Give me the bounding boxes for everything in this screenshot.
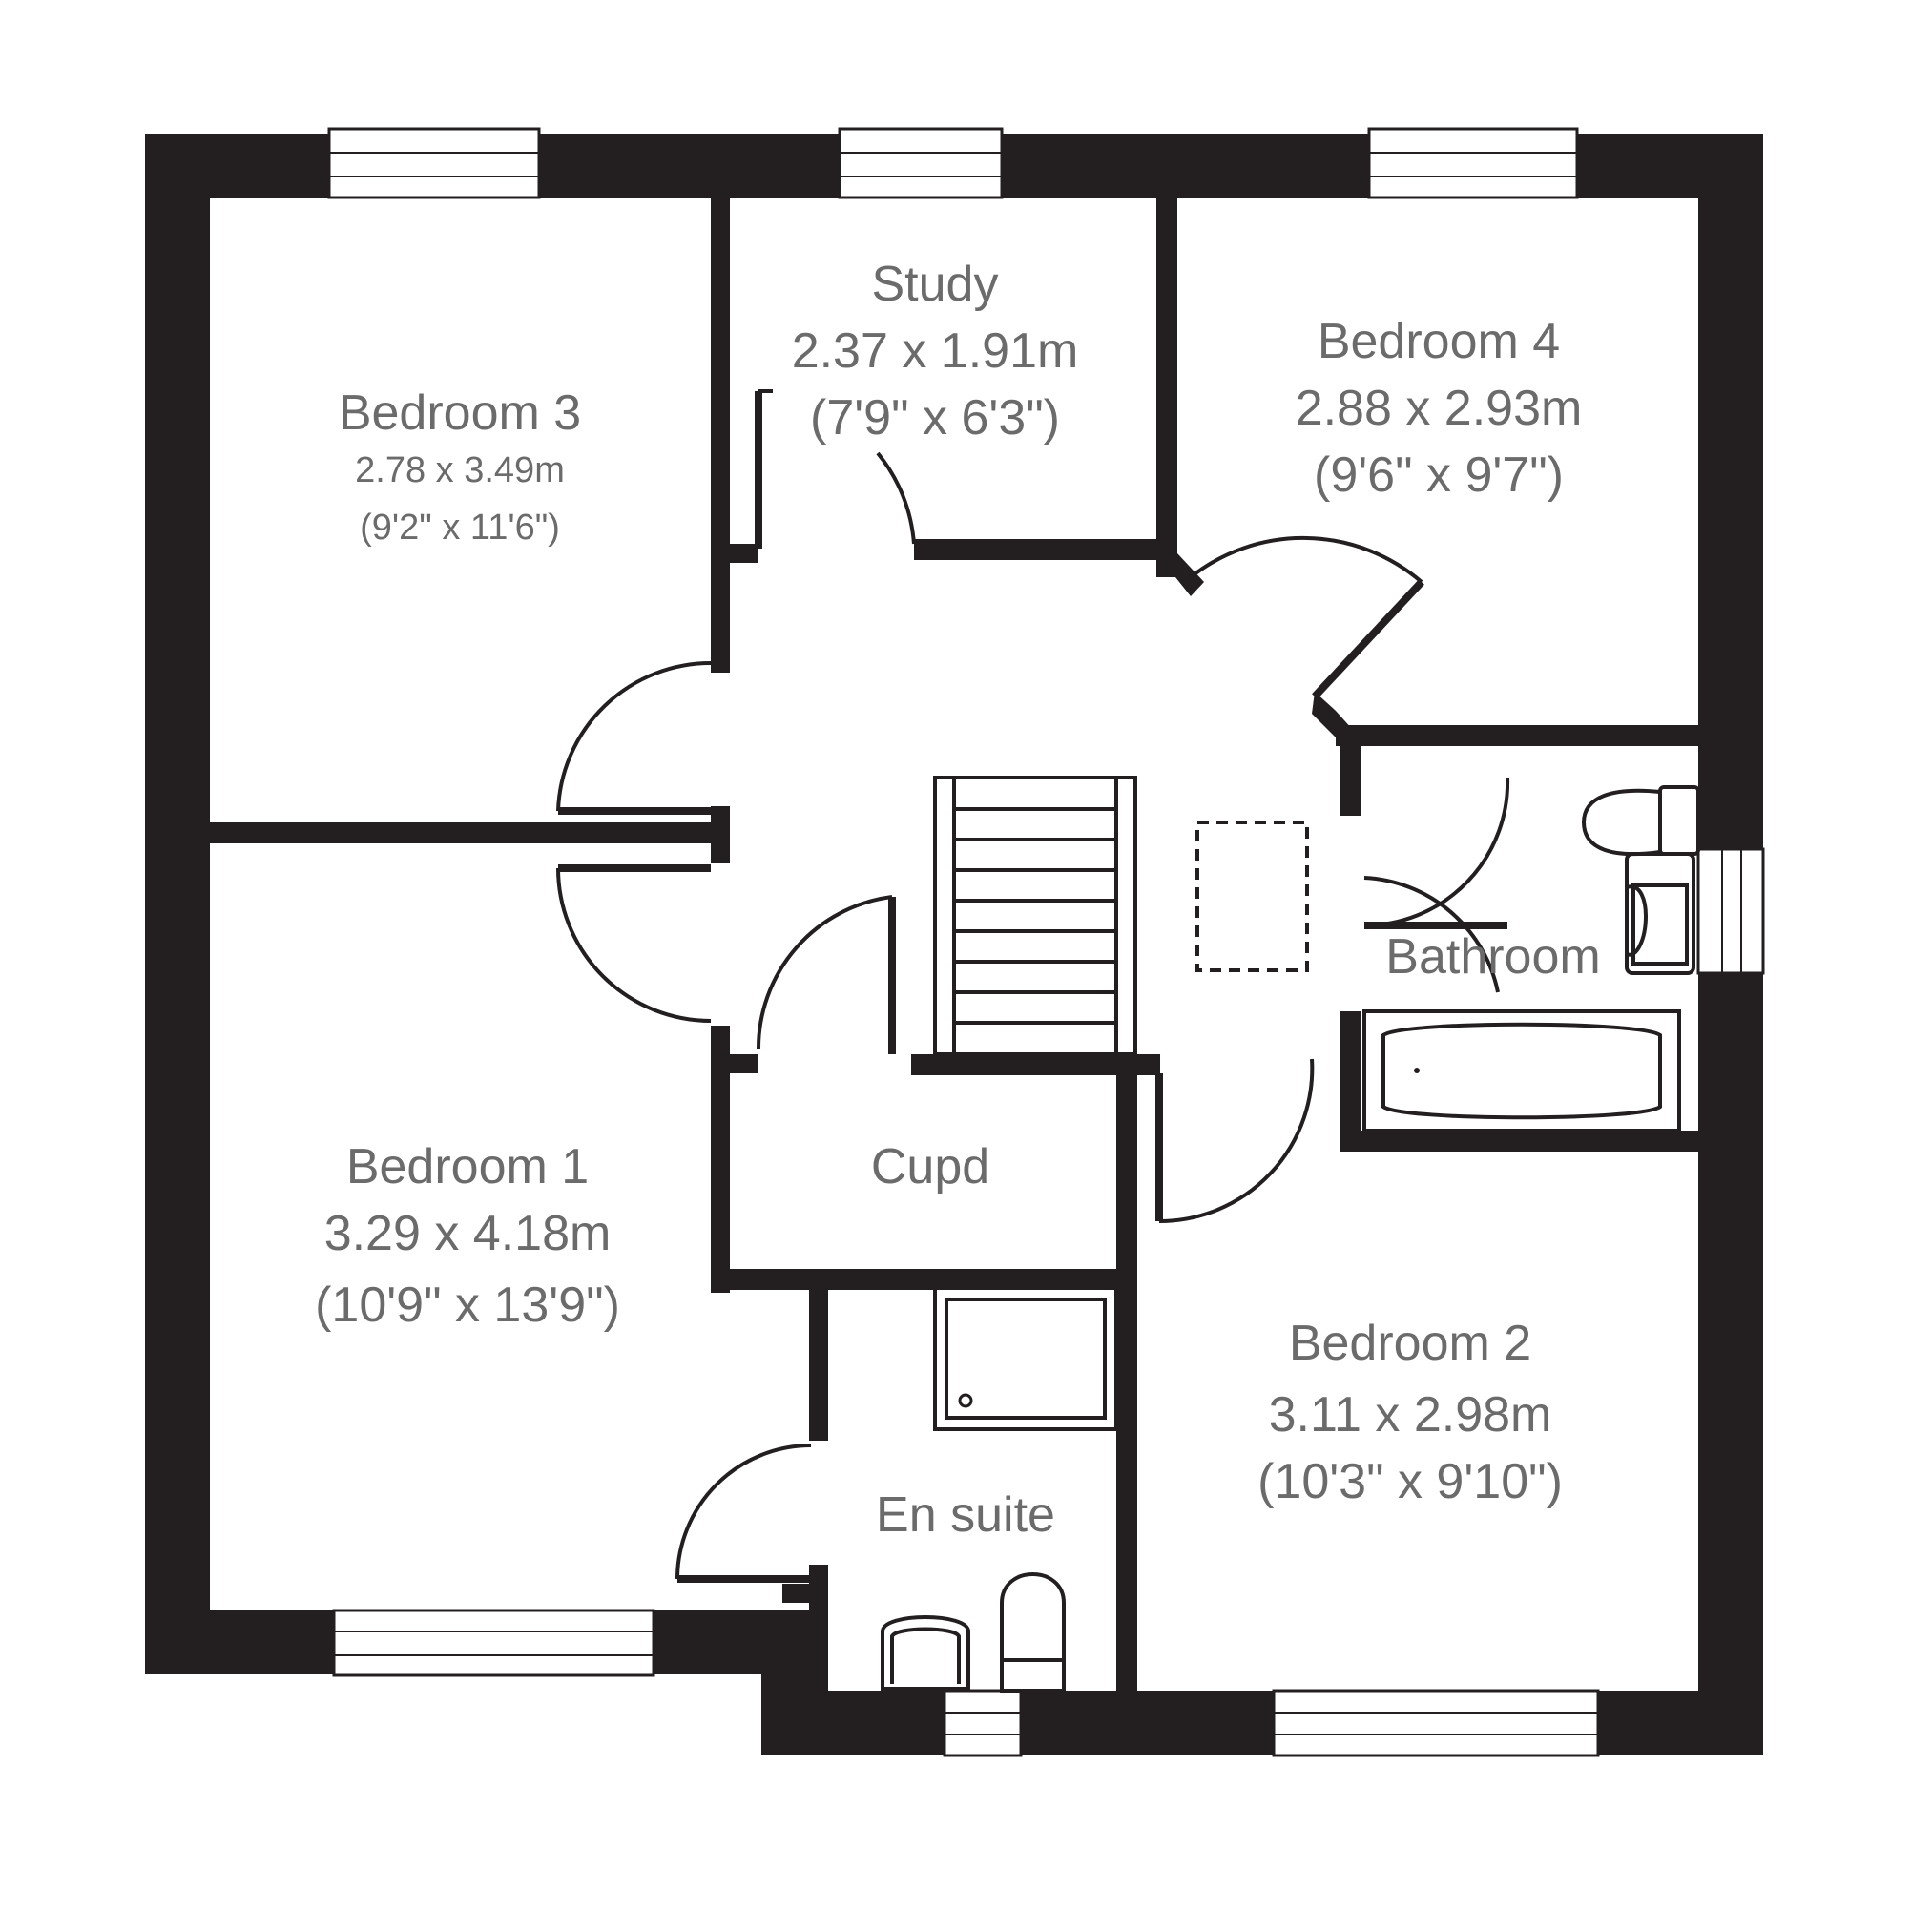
- ensuite-name: En suite: [876, 1487, 1055, 1543]
- door-bedroom3: [556, 661, 712, 815]
- bathroom-name: Bathroom: [1385, 929, 1600, 985]
- bath: [1362, 1009, 1681, 1132]
- bathroom-fixtures: [1362, 785, 1700, 1132]
- door-cupd: [756, 895, 896, 1054]
- study-imperial: (7'9" x 6'3"): [810, 390, 1060, 446]
- bedroom4-metric: 2.88 x 2.93m: [1296, 381, 1583, 436]
- window-bedroom2: [1272, 1684, 1600, 1762]
- toilet-ensuite: [1000, 1572, 1066, 1693]
- windows: [327, 124, 1772, 1762]
- doors: [556, 389, 1510, 1583]
- basin-bathroom: [1625, 852, 1695, 975]
- interior-walls: [210, 196, 1698, 1693]
- toilet-bathroom: [1581, 785, 1700, 857]
- study-metric: 2.37 x 1.91m: [792, 323, 1079, 379]
- door-ensuite: [675, 1444, 812, 1583]
- door-bedroom1: [556, 864, 712, 1023]
- window-bedroom3: [327, 124, 541, 205]
- door-bathroom: [1363, 777, 1510, 993]
- loft-hatch: [1195, 821, 1309, 972]
- door-study: [755, 389, 916, 549]
- bedroom2-metric: 3.11 x 2.98m: [1269, 1387, 1552, 1443]
- study-name: Study: [872, 257, 999, 312]
- bedroom2-name: Bedroom 2: [1289, 1316, 1531, 1371]
- window-ensuite: [943, 1684, 1023, 1762]
- window-study: [838, 124, 1004, 205]
- bedroom4-name: Bedroom 4: [1318, 314, 1560, 369]
- bedroom1-imperial: (10'9" x 13'9"): [315, 1278, 620, 1333]
- bedroom2-imperial: (10'3" x 9'10"): [1257, 1454, 1563, 1509]
- door-bedroom2: [1155, 1058, 1315, 1224]
- bedroom3-name: Bedroom 3: [339, 385, 581, 441]
- window-bathroom: [1691, 847, 1772, 975]
- bedroom1-metric: 3.29 x 4.18m: [324, 1206, 612, 1261]
- ensuite-fixtures: [881, 1286, 1118, 1693]
- cupd-name: Cupd: [871, 1139, 989, 1195]
- shower-tray: [933, 1286, 1118, 1431]
- basin-ensuite: [881, 1615, 970, 1691]
- door-bedroom4: [1189, 535, 1424, 699]
- window-bedroom1: [332, 1603, 655, 1681]
- bedroom1-name: Bedroom 1: [346, 1139, 589, 1195]
- bedroom3-metric: 2.78 x 3.49m: [355, 450, 565, 490]
- bedroom4-imperial: (9'6" x 9'7"): [1314, 447, 1564, 503]
- window-bedroom4: [1367, 124, 1579, 205]
- bedroom3-imperial: (9'2" x 11'6"): [360, 508, 560, 548]
- staircase: [933, 776, 1137, 1056]
- room-labels: Bedroom 3 2.78 x 3.49m (9'2" x 11'6") St…: [315, 257, 1601, 1543]
